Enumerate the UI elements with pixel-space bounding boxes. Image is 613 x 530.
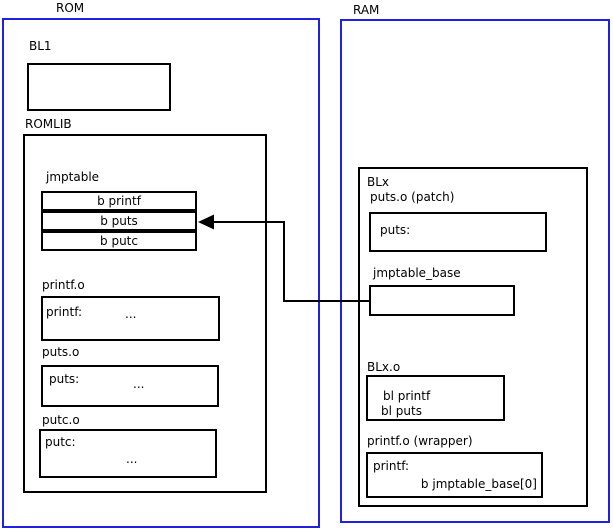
jmptable-entry-b-puts: b puts <box>41 211 197 231</box>
putc-symbol: putc: <box>45 435 76 449</box>
blx-o-label: BLx.o <box>367 360 401 374</box>
romlib-label: ROMLIB <box>25 117 72 131</box>
blx-o-box: bl printf bl puts <box>366 375 505 421</box>
puts-symbol: puts: <box>49 372 80 386</box>
puts-patch-symbol: puts: <box>380 223 411 237</box>
printf-wrapper-symbol: printf: <box>373 459 410 473</box>
puts-o-label: puts.o <box>42 345 80 359</box>
rom-label: ROM <box>56 1 85 15</box>
printf-wrapper-body: b jmptable_base[0] <box>420 477 537 491</box>
bl1-label: BL1 <box>29 39 52 53</box>
printf-o-label: printf.o <box>42 278 85 292</box>
puts-body-ellipsis: ... <box>133 377 145 391</box>
printf-o-box: printf: ... <box>41 296 220 341</box>
printf-body-ellipsis: ... <box>125 307 137 321</box>
jmptable-entry-b-printf: b printf <box>41 191 197 211</box>
blx-label: BLx <box>367 175 390 189</box>
putc-body-ellipsis: ... <box>126 452 138 466</box>
jmptable-label: jmptable <box>46 170 100 184</box>
blx-o-line-bl-printf: bl printf <box>383 389 431 403</box>
bl1-box <box>27 63 171 111</box>
printf-o-wrapper-label: printf.o (wrapper) <box>367 434 473 448</box>
puts-o-box: puts: ... <box>41 365 219 407</box>
jmptable-entry-b-putc: b putc <box>41 231 197 251</box>
printf-o-wrapper-box: printf: b jmptable_base[0] <box>366 452 543 498</box>
putc-o-box: putc: ... <box>39 429 217 478</box>
puts-o-patch-label: puts.o (patch) <box>370 190 455 204</box>
ram-label: RAM <box>353 3 380 17</box>
puts-o-patch-box: puts: <box>369 212 547 252</box>
putc-o-label: putc.o <box>42 413 80 427</box>
jmptable-base-box <box>369 285 515 316</box>
printf-symbol: printf: <box>46 305 83 319</box>
blx-o-line-bl-puts: bl puts <box>381 404 422 418</box>
jmptable-base-label: jmptable_base <box>373 266 461 280</box>
